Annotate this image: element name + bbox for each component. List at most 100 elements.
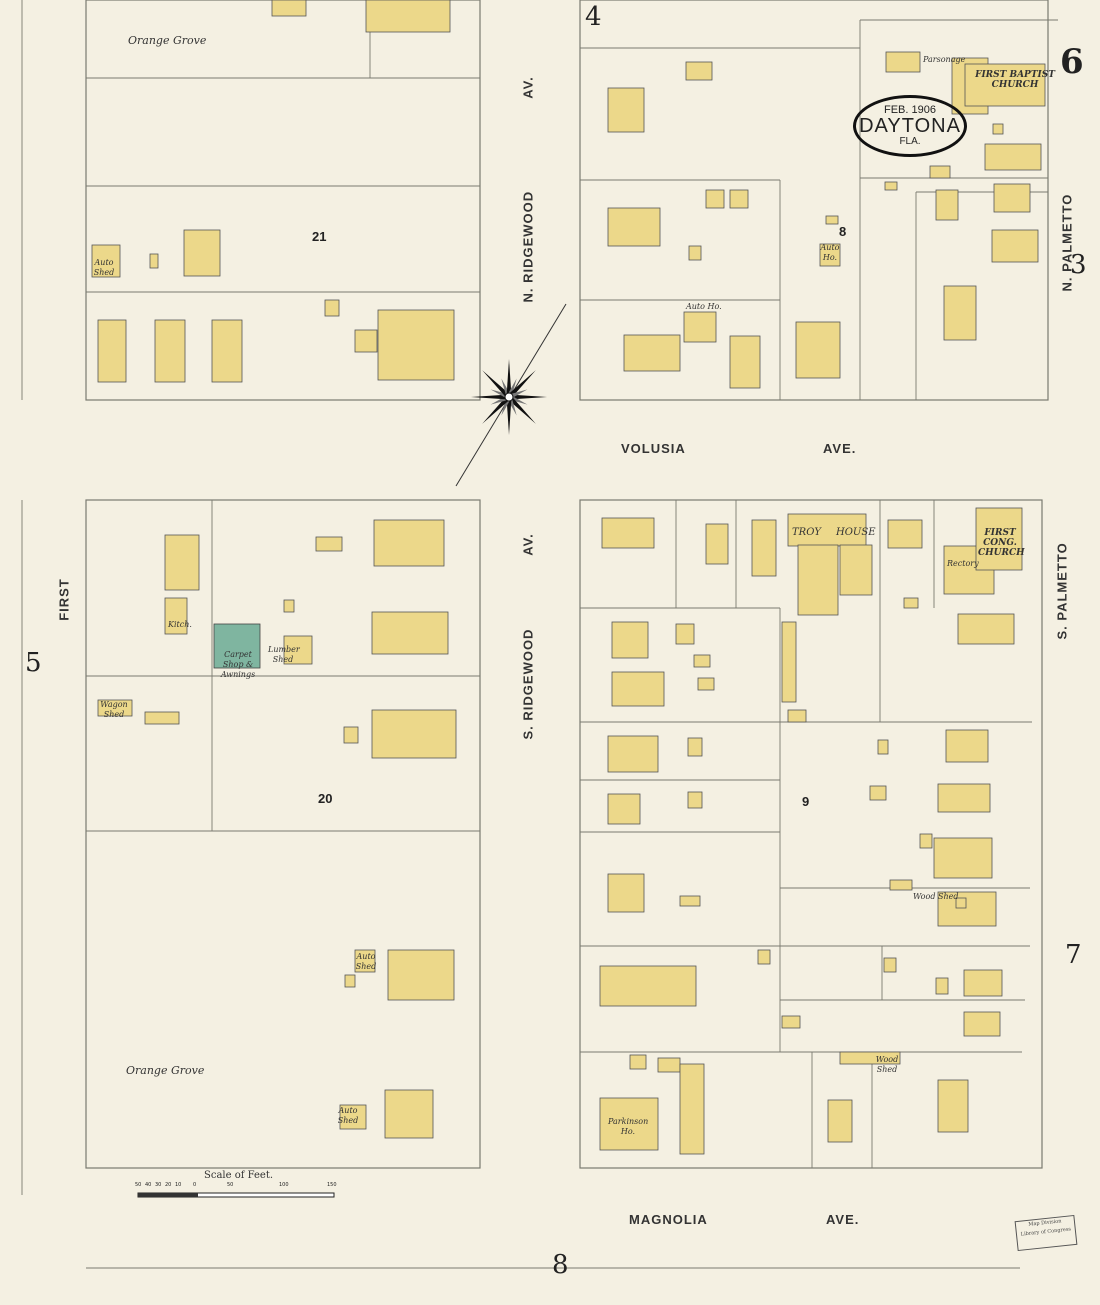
building-frame-dwelling	[611, 671, 665, 707]
building-frame-dwelling	[919, 833, 933, 849]
building-frame-dwelling	[781, 1015, 801, 1029]
block-outline	[579, 499, 1043, 1169]
building-frame-dwelling	[154, 319, 186, 383]
auto-ho-label: Auto Ho.	[686, 302, 722, 311]
building-frame-dwelling	[599, 965, 697, 1007]
library-of-congress-stamp: Map Division Library of Congress	[1014, 1214, 1078, 1252]
scale-tick-label: 30	[155, 1182, 162, 1188]
building-frame-dwelling	[869, 785, 887, 801]
building-frame-dwelling	[993, 183, 1031, 213]
building-frame-dwelling	[935, 977, 949, 995]
building-frame-dwelling	[839, 1051, 901, 1065]
building-frame-dwelling	[629, 1054, 647, 1070]
building-frame-dwelling	[991, 229, 1039, 263]
scale-title: Scale of Feet.	[204, 1170, 274, 1181]
building-frame-dwelling	[387, 949, 455, 1001]
building-frame-dwelling	[679, 895, 701, 907]
building-frame-dwelling	[885, 51, 921, 73]
building-frame-dwelling	[607, 793, 641, 825]
building-frame-dwelling	[149, 253, 159, 269]
auto-shed-label: Auto Shed	[337, 1106, 359, 1125]
map-city: DAYTONA	[859, 115, 961, 137]
building-frame-dwelling	[887, 519, 923, 549]
street-s-palmetto: S. PALMETTO	[1054, 542, 1070, 640]
building-frame-dwelling	[271, 0, 307, 17]
building-frame-dwelling	[283, 635, 313, 665]
building-frame-dwelling	[611, 621, 649, 659]
block-outline	[579, 0, 1049, 401]
block-number-20: 20	[318, 791, 333, 806]
building-frame-dwelling	[705, 189, 725, 209]
building-frame-dwelling	[657, 1057, 681, 1073]
building-frame-dwelling	[211, 319, 243, 383]
building-frame-dwelling	[144, 711, 180, 725]
building-frame-dwelling	[933, 837, 993, 879]
auto-shed-label: Auto Shed	[93, 258, 115, 277]
building-frame-dwelling	[795, 321, 841, 379]
adjacent-sheet-5: 5	[25, 648, 42, 678]
building-frame-dwelling	[839, 544, 873, 596]
building-frame-dwelling	[819, 243, 841, 267]
scale-tick-label: 10	[175, 1182, 182, 1188]
auto-shed-label: Auto Shed	[355, 952, 377, 971]
auto-ho-label: Auto Ho.	[820, 243, 840, 262]
compass-rose-point	[509, 394, 547, 400]
building-frame-dwelling	[607, 873, 645, 913]
street-first: FIRST	[56, 578, 72, 621]
building-frame-dwelling	[787, 513, 867, 547]
building-frame-dwelling	[91, 244, 121, 278]
street-volusia: VOLUSIA	[621, 441, 686, 456]
compass-rose-point	[506, 397, 512, 435]
building-frame-dwelling	[705, 523, 729, 565]
building-frame-dwelling	[787, 709, 807, 723]
building-frame-dwelling	[283, 599, 295, 613]
scale-tick-label: 50	[135, 1182, 142, 1188]
building-frame-dwelling	[729, 189, 749, 209]
building-frame-dwelling	[601, 517, 655, 549]
wagon-shed-label: Wagon Shed	[100, 700, 128, 719]
first-baptist-church-label: FIRST BAPTIST CHURCH	[975, 70, 1055, 90]
building-frame-dwelling	[377, 309, 455, 381]
compass-rose-point	[506, 359, 512, 397]
building-frame-dwelling	[623, 334, 681, 372]
orange-grove-label: Orange Grove	[126, 1064, 205, 1077]
building-frame-dwelling	[97, 319, 127, 383]
building-frame-dwelling	[757, 949, 771, 965]
scale-tick-label: 40	[145, 1182, 152, 1188]
troy-label: TROY	[792, 527, 821, 538]
building-frame-dwelling	[675, 623, 695, 645]
map-date: FEB. 1906	[884, 104, 936, 116]
street-volusia-ave: AVE.	[823, 441, 857, 456]
building-frame-dwelling	[781, 621, 797, 703]
building-frame-dwelling	[683, 311, 717, 343]
building-frame-dwelling	[343, 726, 359, 744]
scale-tick-label: 50	[227, 1182, 234, 1188]
sheet-number-6: 6	[1060, 42, 1084, 82]
building-frame-dwelling	[935, 189, 959, 221]
building-frame-dwelling	[687, 737, 703, 757]
building-frame-dwelling	[937, 783, 991, 813]
block-outline	[85, 499, 481, 1169]
adjacent-sheet-4: 4	[585, 2, 602, 32]
building-frame-dwelling	[943, 285, 977, 341]
wood-shed-label: Wood Shed	[913, 892, 959, 901]
block-number-8: 8	[839, 224, 847, 239]
parkinson-ho-label: Parkinson Ho.	[608, 1117, 649, 1136]
compass-rose-point	[507, 395, 536, 424]
scale-tick-label: 0	[193, 1182, 197, 1188]
street-n-ridgewood-av: AV.	[520, 76, 536, 99]
building-frame-dwelling	[751, 519, 777, 577]
building-frame-dwelling	[371, 709, 457, 759]
building-frame-dwelling	[884, 181, 898, 191]
building-frame-dwelling	[354, 329, 378, 353]
building-frame-dwelling	[607, 207, 661, 247]
building-frame-dwelling	[984, 143, 1042, 171]
building-frame-dwelling	[957, 613, 1015, 645]
street-magnolia-ave: AVE.	[826, 1212, 860, 1227]
building-frame-dwelling	[97, 699, 133, 717]
building-frame-dwelling	[825, 215, 839, 225]
scale-bar-subdivision	[138, 1193, 198, 1197]
building-frame-dwelling	[889, 879, 913, 891]
street-s-ridgewood: S. RIDGEWOOD	[520, 628, 536, 740]
